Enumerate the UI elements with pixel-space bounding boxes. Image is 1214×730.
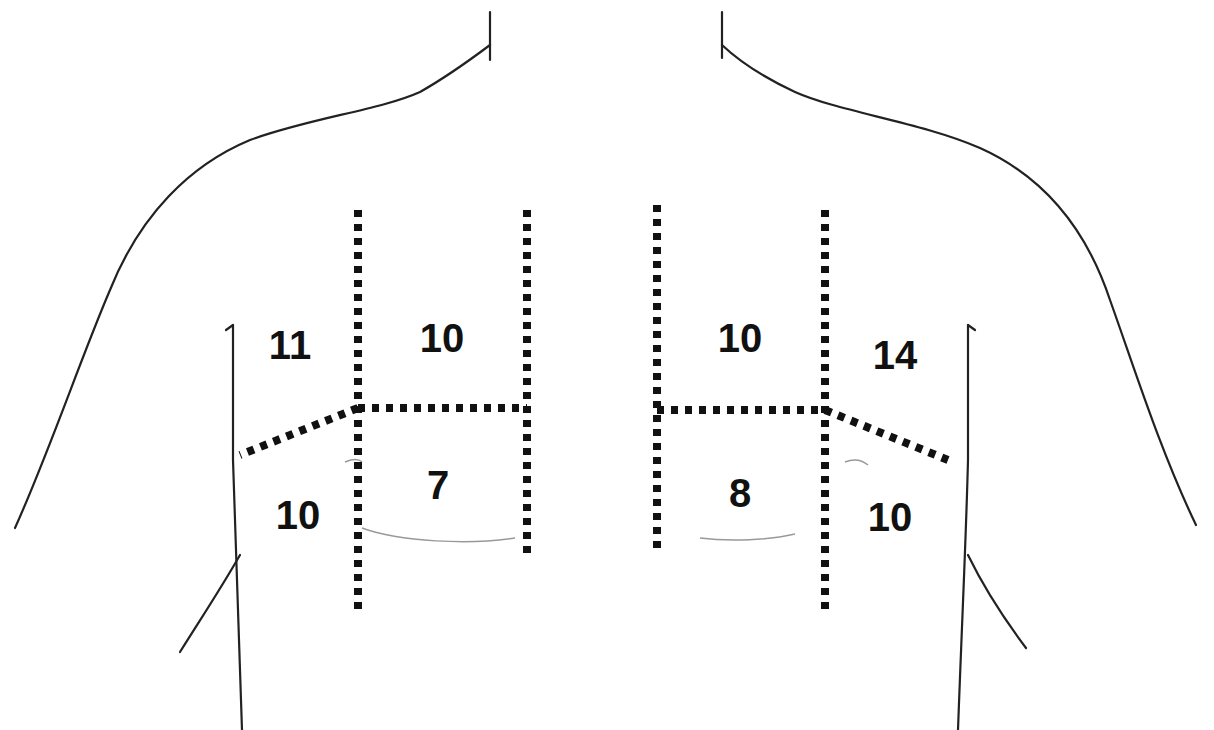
chest-curve bbox=[345, 460, 362, 462]
left-shoulder-line bbox=[15, 45, 490, 528]
region-score: 8 bbox=[725, 471, 755, 515]
dotted-division bbox=[358, 404, 527, 412]
right-shoulder-line bbox=[722, 45, 1196, 525]
torso-side-line bbox=[233, 325, 242, 730]
dotted-division bbox=[523, 210, 531, 560]
region-score: 7 bbox=[423, 463, 453, 507]
region-score: 14 bbox=[869, 333, 922, 377]
dotted-division bbox=[825, 410, 948, 460]
chest-curve bbox=[362, 528, 515, 542]
dotted-division bbox=[240, 408, 358, 455]
region-score: 11 bbox=[265, 323, 315, 367]
torso-side-line bbox=[226, 325, 233, 330]
body-outline bbox=[15, 12, 1196, 730]
dotted-division bbox=[653, 205, 661, 555]
dotted-division bbox=[240, 205, 948, 615]
region-score: 10 bbox=[864, 495, 917, 539]
chest-curve bbox=[700, 534, 795, 540]
region-score: 10 bbox=[272, 493, 325, 537]
neck-line bbox=[721, 12, 723, 58]
region-score: 10 bbox=[714, 316, 767, 360]
neck-line bbox=[489, 12, 491, 60]
torso-side-line bbox=[958, 325, 968, 730]
torso-side-line bbox=[968, 325, 975, 330]
chest-curve bbox=[845, 460, 868, 465]
arm-inner-line bbox=[968, 555, 1026, 648]
chest-curve bbox=[345, 460, 868, 542]
dotted-division bbox=[657, 406, 825, 414]
arm-inner-line bbox=[180, 555, 240, 652]
region-score: 10 bbox=[416, 316, 469, 360]
